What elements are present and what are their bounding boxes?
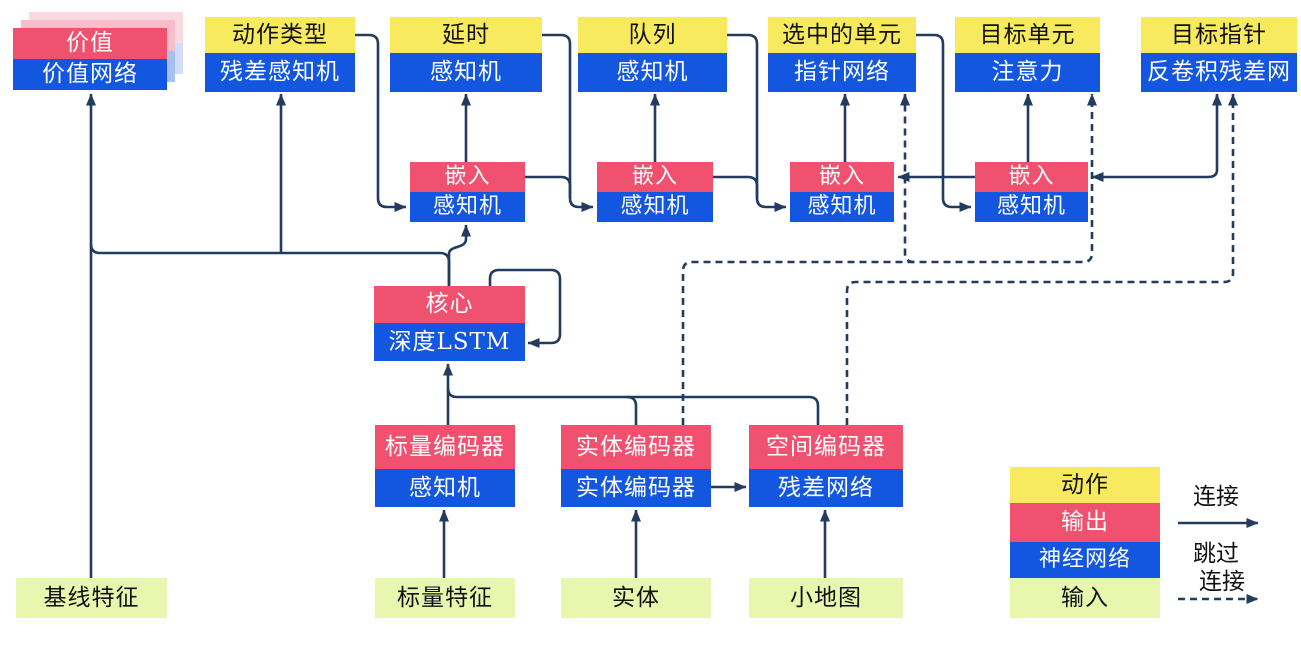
- node-delay-network-label: 感知机: [390, 53, 542, 92]
- node-queue: 队列 感知机: [578, 17, 727, 92]
- legend-network-label: 神经网络: [1010, 542, 1160, 578]
- node-value-output-label: 价值: [13, 28, 167, 59]
- legend-input-label: 输入: [1010, 578, 1160, 618]
- legend-connection-label: 连接: [1193, 484, 1239, 510]
- node-embedding-2-network-label: 感知机: [597, 192, 713, 222]
- node-selected-units: 选中的单元 指针网络: [768, 17, 916, 92]
- node-baseline-features: 基线特征: [16, 578, 167, 618]
- node-embedding-1-network-label: 感知机: [410, 192, 525, 222]
- node-core-network-label: 深度LSTM: [374, 323, 525, 361]
- node-queue-action-label: 队列: [578, 17, 727, 53]
- legend-output-label: 输出: [1010, 503, 1160, 542]
- node-scalar-encoder: 标量编码器 感知机: [375, 425, 515, 507]
- wire-core-to-embedding1: [447, 224, 471, 286]
- node-target-unit-action-label: 目标单元: [955, 17, 1100, 53]
- node-delay: 延时 感知机: [390, 17, 542, 92]
- node-entity-encoder: 实体编码器 实体编码器: [561, 425, 711, 507]
- node-target-unit-network-label: 注意力: [955, 53, 1100, 92]
- node-value: 价值 价值网络: [13, 28, 167, 90]
- wire-core-fanout: [89, 243, 451, 286]
- legend-skip-connection-label-line1: 跳过: [1193, 541, 1239, 567]
- node-minimap: 小地图: [749, 578, 903, 618]
- node-embedding-1: 嵌入 感知机: [410, 162, 525, 222]
- node-queue-network-label: 感知机: [578, 53, 727, 92]
- node-value-network-label: 价值网络: [13, 59, 167, 90]
- node-embedding-3: 嵌入 感知机: [790, 162, 894, 222]
- node-embedding-3-output-label: 嵌入: [790, 162, 894, 192]
- node-entity-encoder-output-label: 实体编码器: [561, 425, 711, 469]
- node-entities: 实体: [561, 578, 711, 618]
- wire-encoder-merge: [446, 387, 820, 425]
- node-target-unit: 目标单元 注意力: [955, 17, 1100, 92]
- node-action-type-network-label: 残差感知机: [205, 53, 355, 92]
- wire-selected-units-to-embedding4: [916, 33, 972, 212]
- wire-corner-to-embedding4: [1091, 169, 1219, 182]
- node-minimap-label: 小地图: [749, 578, 903, 618]
- node-target-point: 目标指针 反卷积残差网: [1141, 17, 1297, 92]
- wire-queue-to-embedding3: [727, 33, 787, 212]
- wire-skip-entity-to-target-unit: [681, 93, 1097, 425]
- node-scalar-features-label: 标量特征: [375, 578, 515, 618]
- node-entities-label: 实体: [561, 578, 711, 618]
- wire-skip-spatial-to-target-point: [845, 93, 1238, 425]
- legend-action-label: 动作: [1010, 467, 1160, 503]
- node-target-point-action-label: 目标指针: [1141, 17, 1297, 53]
- node-baseline-features-label: 基线特征: [16, 578, 167, 618]
- wire-skip-entity-to-selected-units: [900, 93, 915, 264]
- wire-entity-encoder-merge-branch: [626, 395, 638, 425]
- node-target-point-network-label: 反卷积残差网: [1141, 53, 1297, 92]
- legend-skip-connection-label-line2: 连接: [1199, 569, 1245, 595]
- wire-delay-to-embedding2: [542, 33, 594, 212]
- node-spatial-encoder-output-label: 空间编码器: [749, 425, 903, 469]
- node-selected-units-action-label: 选中的单元: [768, 17, 916, 53]
- node-scalar-encoder-network-label: 感知机: [375, 469, 515, 507]
- node-embedding-4-output-label: 嵌入: [975, 162, 1088, 192]
- node-embedding-3-network-label: 感知机: [790, 192, 894, 222]
- node-action-type: 动作类型 残差感知机: [205, 17, 355, 92]
- node-entity-encoder-network-label: 实体编码器: [561, 469, 711, 507]
- node-action-type-action-label: 动作类型: [205, 17, 355, 53]
- node-core: 核心 深度LSTM: [374, 286, 525, 361]
- legend-color-key: 动作 输出 神经网络 输入: [1010, 467, 1160, 618]
- node-core-output-label: 核心: [374, 286, 525, 323]
- node-selected-units-network-label: 指针网络: [768, 53, 916, 92]
- node-embedding-4-network-label: 感知机: [975, 192, 1088, 222]
- node-embedding-1-output-label: 嵌入: [410, 162, 525, 192]
- node-spatial-encoder: 空间编码器 残差网络: [749, 425, 903, 507]
- node-scalar-features: 标量特征: [375, 578, 515, 618]
- node-embedding-2: 嵌入 感知机: [597, 162, 713, 222]
- node-embedding-4: 嵌入 感知机: [975, 162, 1088, 222]
- node-delay-action-label: 延时: [390, 17, 542, 53]
- node-spatial-encoder-network-label: 残差网络: [749, 469, 903, 507]
- node-embedding-2-output-label: 嵌入: [597, 162, 713, 192]
- node-scalar-encoder-output-label: 标量编码器: [375, 425, 515, 469]
- wire-embedding2-out: [713, 175, 759, 198]
- wire-embedding1-out: [525, 175, 572, 198]
- wire-action-type-to-embedding1: [355, 33, 407, 212]
- wire-core-recurrent-loop: [488, 268, 562, 348]
